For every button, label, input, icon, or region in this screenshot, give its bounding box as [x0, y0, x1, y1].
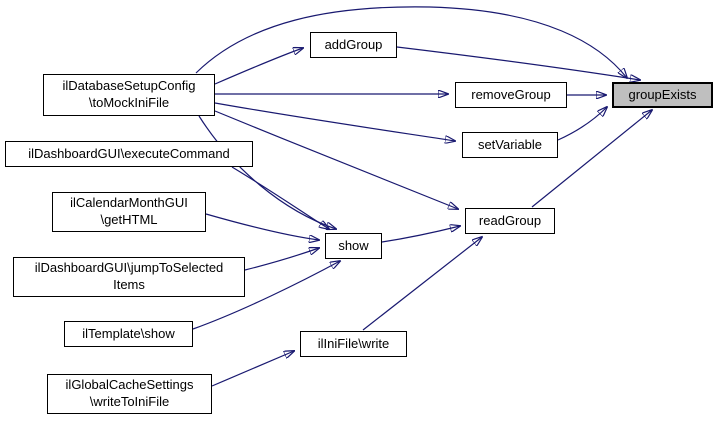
node-ilIniFile-write[interactable]: ilIniFile\write — [300, 331, 407, 357]
node-ilCalendarMonthGUI-getHTML[interactable]: ilCalendarMonthGUI \getHTML — [52, 192, 206, 232]
node-label: ilIniFile\write — [317, 335, 390, 351]
node-label: readGroup — [478, 212, 542, 228]
node-label: ilDashboardGUI\jumpToSelected Items — [34, 260, 224, 292]
node-ilTemplate-show[interactable]: ilTemplate\show — [64, 321, 193, 347]
node-ilDatabaseSetupConfig-toMockIniFile[interactable]: ilDatabaseSetupConfig \toMockIniFile — [43, 74, 215, 116]
edge-jumpToSelectedItems-show — [244, 248, 319, 271]
edge-show-readGroup — [381, 226, 460, 243]
node-readGroup[interactable]: readGroup — [465, 208, 555, 234]
edge-iniFileWrite-readGroup — [362, 237, 482, 331]
node-label: show — [338, 237, 369, 253]
edge-toMockIniFile-addGroup — [214, 48, 303, 85]
node-addGroup[interactable]: addGroup — [310, 32, 397, 58]
edge-addGroup-groupExists — [396, 46, 640, 80]
node-ilDashboardGUI-executeCommand[interactable]: ilDashboardGUI\executeCommand — [5, 141, 253, 167]
node-label: ilCalendarMonthGUI \getHTML — [70, 195, 188, 227]
edge-readGroup-groupExists — [531, 110, 652, 208]
edge-writeToIniFile-iniFileWrite — [211, 351, 294, 387]
node-setVariable[interactable]: setVariable — [462, 132, 558, 158]
node-show[interactable]: show — [325, 233, 382, 259]
edge-templateShow-show — [192, 261, 340, 330]
node-label: removeGroup — [471, 86, 551, 102]
edge-executeCommand-show — [231, 166, 329, 229]
node-ilGlobalCacheSettings-writeToIniFile[interactable]: ilGlobalCacheSettings \writeToIniFile — [47, 374, 212, 414]
edge-toMockIniFile-setVariable — [214, 102, 455, 141]
node-label: ilDatabaseSetupConfig \toMockIniFile — [62, 78, 196, 110]
edge-getHTML-show — [205, 213, 319, 240]
node-ilDashboardGUI-jumpToSelectedItems[interactable]: ilDashboardGUI\jumpToSelected Items — [13, 257, 245, 297]
node-label: addGroup — [324, 36, 383, 52]
node-groupExists[interactable]: groupExists — [612, 82, 713, 108]
node-label: groupExists — [628, 86, 697, 102]
node-label: setVariable — [477, 136, 543, 152]
node-label: ilTemplate\show — [82, 325, 175, 341]
edge-toMockIniFile-groupExists — [195, 6, 627, 78]
edge-setVariable-groupExists — [557, 107, 607, 141]
node-label: ilGlobalCacheSettings \writeToIniFile — [65, 377, 194, 409]
edge-toMockIniFile-readGroup — [214, 110, 458, 209]
node-removeGroup[interactable]: removeGroup — [455, 82, 567, 108]
node-label: ilDashboardGUI\executeCommand — [28, 145, 230, 161]
